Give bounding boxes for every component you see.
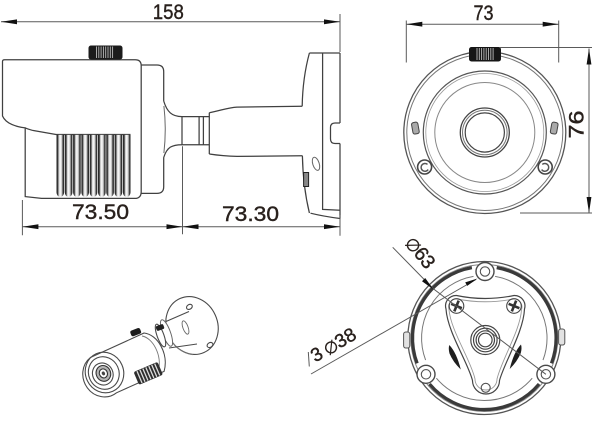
svg-text:73.50: 73.50 (72, 200, 129, 224)
svg-text:73.30: 73.30 (222, 202, 279, 226)
svg-text:158: 158 (153, 0, 184, 24)
svg-text:76: 76 (565, 110, 589, 138)
svg-text:73: 73 (474, 1, 494, 25)
